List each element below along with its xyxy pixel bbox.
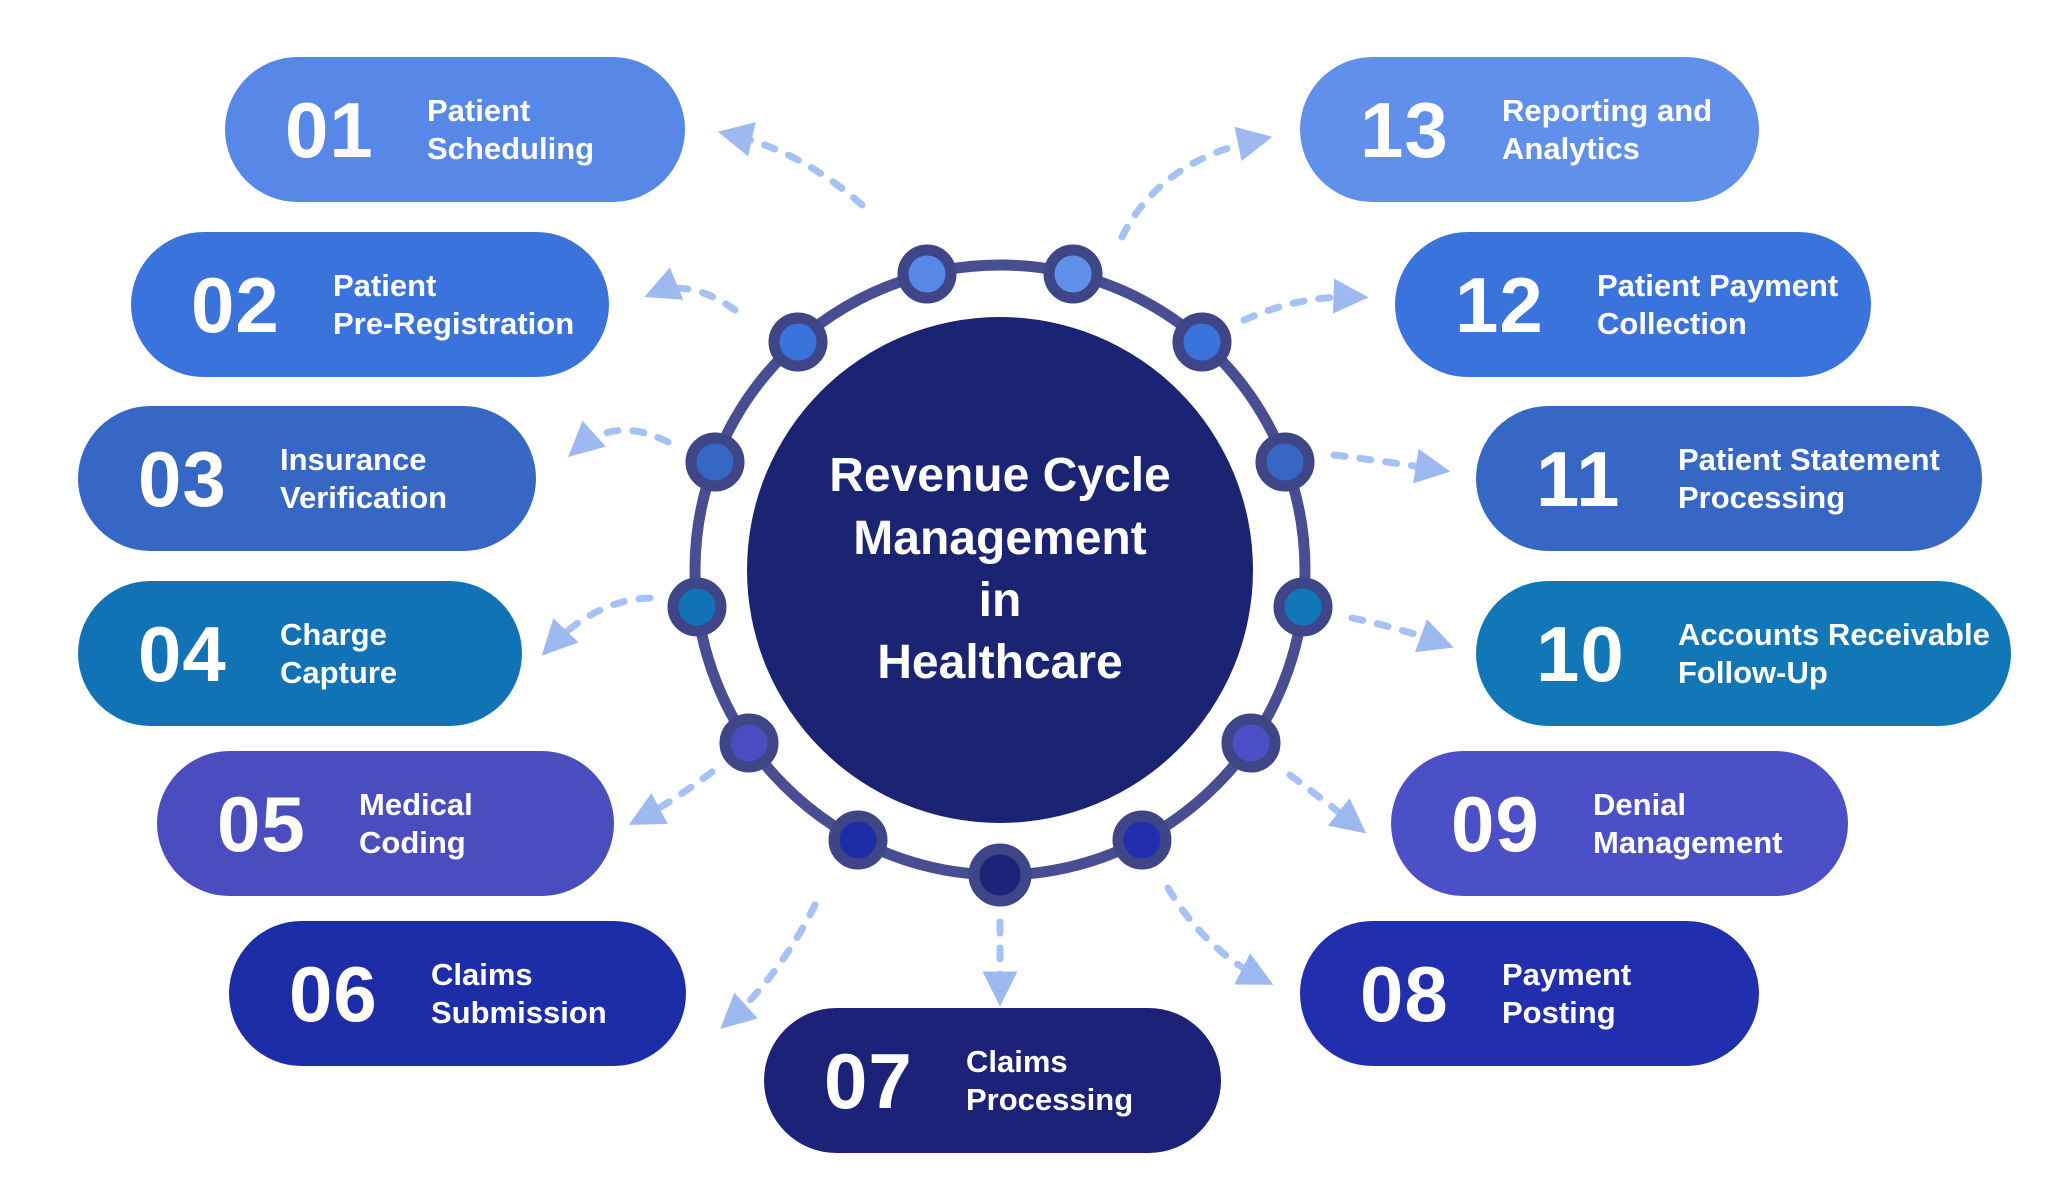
ring-node-10 xyxy=(1273,577,1333,637)
title-line: Revenue Cycle xyxy=(829,449,1171,503)
step-number: 10 xyxy=(1536,609,1625,698)
arrow-06 xyxy=(720,901,819,1030)
ring-node-09 xyxy=(1221,713,1281,773)
arrow-09 xyxy=(1286,771,1367,834)
arrow-05 xyxy=(628,768,716,825)
step-number: 05 xyxy=(217,779,306,868)
arrow-04 xyxy=(541,594,654,656)
ring-node-13 xyxy=(1043,244,1103,304)
ring-node-03 xyxy=(685,432,745,492)
ring-node-02 xyxy=(768,312,828,372)
ring-node-07 xyxy=(968,843,1032,907)
ring-node-04 xyxy=(667,577,727,637)
arrow-03 xyxy=(568,420,672,458)
step-number: 07 xyxy=(824,1036,913,1125)
ring-node-08 xyxy=(1112,810,1172,870)
arrow-08 xyxy=(1164,884,1274,985)
step-number: 13 xyxy=(1360,85,1449,174)
arrow-10 xyxy=(1348,614,1454,653)
step-number: 12 xyxy=(1455,260,1544,349)
step-number: 02 xyxy=(191,260,280,349)
ring-node-05 xyxy=(719,713,779,773)
arrow-11 xyxy=(1330,448,1451,484)
arrow-02 xyxy=(644,267,739,314)
step-number: 11 xyxy=(1536,434,1621,523)
ring-node-11 xyxy=(1255,432,1315,492)
diagram-title: Revenue Cycle Management in Healthcare xyxy=(748,318,1252,822)
arrow-13 xyxy=(1118,126,1273,241)
title-line: Healthcare xyxy=(877,636,1123,690)
hub-circle xyxy=(747,317,1253,823)
step-number: 01 xyxy=(285,85,374,174)
ring-node-01 xyxy=(897,244,957,304)
step-number: 06 xyxy=(289,949,378,1038)
step-number: 09 xyxy=(1451,779,1540,868)
step-number: 04 xyxy=(138,609,227,698)
ring-node-12 xyxy=(1172,312,1232,372)
step-number: 08 xyxy=(1360,949,1449,1038)
arrow-01 xyxy=(717,122,866,209)
step-number: 03 xyxy=(138,434,227,523)
title-line: in xyxy=(978,574,1022,627)
ring-node-06 xyxy=(828,810,888,870)
arrow-12 xyxy=(1240,278,1369,324)
title-line: Management xyxy=(853,511,1147,565)
